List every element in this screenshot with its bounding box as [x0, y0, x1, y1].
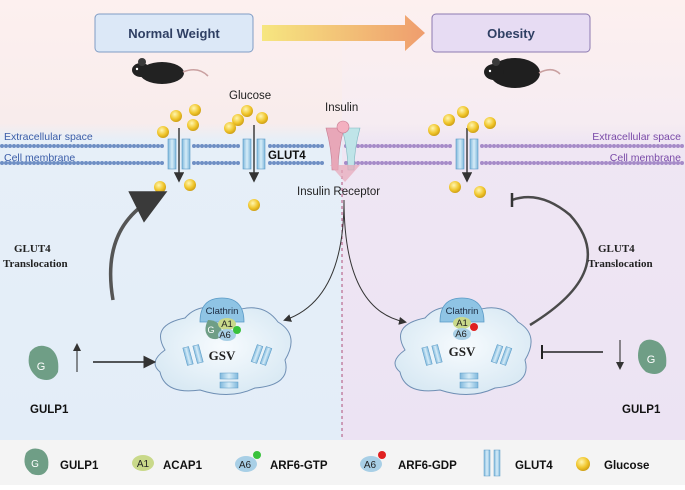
- arf6-right: [453, 328, 471, 340]
- legend-gtp-dot: [253, 451, 261, 459]
- glucose-molecule: [154, 181, 166, 193]
- glucose-molecule: [457, 106, 469, 118]
- obesity-label: Obesity: [487, 26, 535, 41]
- acap1-left-label: A1: [221, 319, 233, 330]
- legend-gdp-dot: [378, 451, 386, 459]
- legend-arf6-gtp-label: ARF6-GTP: [270, 460, 328, 472]
- glucose-molecule: [248, 199, 260, 211]
- cell-membrane-left: [0, 144, 324, 165]
- legend-acap1-label: ACAP1: [163, 460, 203, 472]
- insulin-receptor-icon: [325, 120, 361, 182]
- cell-membrane-right: [344, 144, 684, 165]
- glucose-molecule: [449, 181, 461, 193]
- glucose-molecules: [154, 104, 496, 211]
- obesity-box: [431, 13, 591, 53]
- glucose-molecule: [157, 126, 169, 138]
- legend-glut4-icon: [483, 449, 501, 477]
- legend-glucose-icon: [576, 457, 590, 471]
- glucose-molecule: [443, 114, 455, 126]
- legend-acap1-symbol: A1: [137, 459, 150, 470]
- legend-acap1-icon: [132, 455, 154, 471]
- arf6-left-label: A6: [219, 330, 231, 341]
- legend-arf6-gtp-symbol: A6: [239, 460, 252, 471]
- glucose-molecule: [474, 186, 486, 198]
- gulp1-right-icon: [638, 339, 667, 374]
- gulp1-bound-left-label: G: [207, 325, 214, 335]
- legend-bar: [0, 440, 685, 485]
- normal-mouse-icon: [132, 58, 209, 84]
- glucose-molecule: [187, 119, 199, 131]
- translocation-right-line1: GLUT4: [598, 243, 635, 255]
- acap1-right-label: A1: [456, 318, 468, 329]
- signal-arrow-left: [283, 199, 345, 322]
- gulp1-right-label: GULP1: [622, 404, 661, 416]
- gsv-right-label: GSV: [449, 344, 476, 359]
- legend: G GULP1 A1 ACAP1 A6 ARF6-GTP A6 ARF6-GDP…: [24, 448, 649, 477]
- glut4-channel-left-1: [167, 138, 191, 170]
- normal-weight-box: [94, 13, 254, 53]
- clathrin-right-label: Clathrin: [446, 306, 479, 317]
- gulp1-right-icon-label: G: [647, 354, 656, 366]
- legend-arf6-gdp-symbol: A6: [364, 460, 377, 471]
- gdp-dot-right: [470, 323, 478, 331]
- gulp1-left-icon-label: G: [37, 361, 46, 373]
- insulin-receptor-label: Insulin Receptor: [297, 186, 380, 198]
- glucose-molecule: [224, 122, 236, 134]
- glucose-molecule: [184, 179, 196, 191]
- normal-weight-label: Normal Weight: [128, 26, 220, 41]
- clathrin-left-label: Clathrin: [206, 306, 239, 317]
- glucose-molecule: [256, 112, 268, 124]
- progression-arrow: [262, 15, 425, 51]
- glucose-molecule: [232, 114, 244, 126]
- glucose-molecule: [189, 104, 201, 116]
- gtp-dot-left: [233, 326, 241, 334]
- glut4-membrane-label: GLUT4: [268, 150, 306, 162]
- signal-arrow-right: [343, 199, 407, 325]
- legend-arf6-gtp-icon: [235, 456, 257, 472]
- gulp1-bound-left: [205, 320, 222, 340]
- glucose-label: Glucose: [229, 90, 271, 102]
- gsv-left-label: GSV: [209, 348, 236, 363]
- translocation-left-line2: Translocation: [3, 258, 68, 270]
- arf6-left: [218, 329, 236, 341]
- translocation-left-line1: GLUT4: [14, 243, 51, 255]
- legend-gulp1-icon: [24, 448, 49, 476]
- legend-arf6-gdp-label: ARF6-GDP: [398, 460, 457, 472]
- legend-glucose-label: Glucose: [604, 460, 649, 472]
- arf6-right-label: A6: [455, 329, 467, 340]
- clathrin-left: [199, 297, 245, 323]
- legend-gulp1-symbol: G: [31, 459, 39, 470]
- insulin-label: Insulin: [325, 102, 358, 114]
- legend-gulp1-label: GULP1: [60, 460, 99, 472]
- translocation-right-line2: Translocation: [588, 258, 653, 270]
- gulp1-left-icon: [28, 345, 59, 380]
- glut4-channel-right: [455, 138, 479, 170]
- glucose-molecule: [428, 124, 440, 136]
- glucose-molecule: [170, 110, 182, 122]
- acap1-left: [218, 318, 236, 330]
- gsv-vesicle-left: [154, 306, 292, 395]
- obese-mouse-icon: [484, 58, 561, 88]
- glucose-molecule: [467, 121, 479, 133]
- legend-glut4-label: GLUT4: [515, 460, 553, 472]
- legend-arf6-gdp-icon: [360, 456, 382, 472]
- gulp1-left-label: GULP1: [30, 404, 69, 416]
- translocation-arrow-left: [108, 191, 168, 301]
- glucose-molecule: [241, 105, 253, 117]
- clathrin-right: [439, 297, 485, 323]
- gsv-vesicle-right: [394, 306, 532, 395]
- glucose-molecule: [484, 117, 496, 129]
- extracellular-space-left-label: Extracellular space: [4, 131, 93, 143]
- cell-membrane-left-label: Cell membrane: [4, 152, 75, 164]
- extracellular-space-right-label: Extracellular space: [592, 131, 681, 143]
- cell-membrane-right-label: Cell membrane: [610, 152, 681, 164]
- acap1-right: [453, 317, 471, 329]
- glut4-channel-left-2: [242, 138, 266, 170]
- translocation-arc-right: [511, 195, 590, 327]
